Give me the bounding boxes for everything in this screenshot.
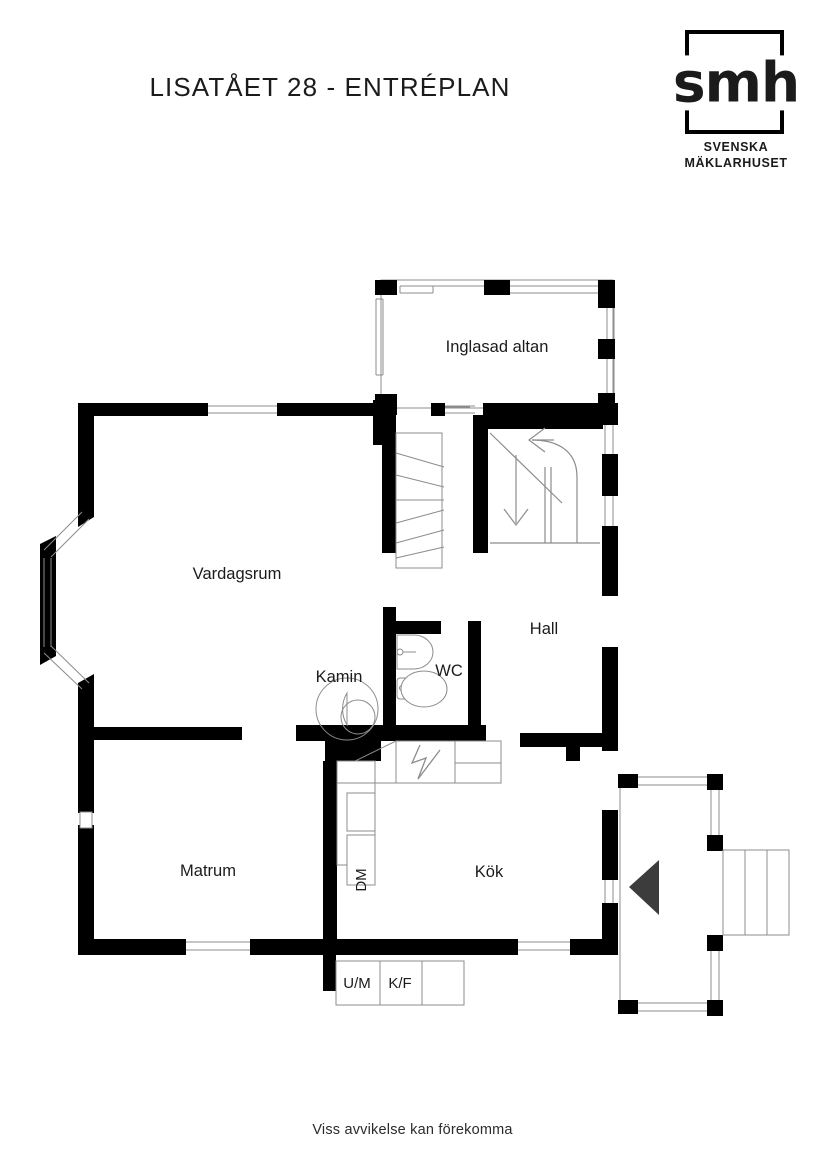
entry-porch xyxy=(619,776,790,1012)
staircase-winder xyxy=(395,432,445,569)
room-label-kok: Kök xyxy=(475,863,504,881)
stove-icon xyxy=(410,744,441,780)
floorplan-svg: Inglasad altan Vardagsrum Hall Kamin WC … xyxy=(40,279,790,1016)
room-label-matrum: Matrum xyxy=(180,862,236,880)
kitchen-fittings xyxy=(335,740,502,1006)
fireplace-icon xyxy=(315,677,379,741)
room-label-kamin: Kamin xyxy=(316,668,363,686)
disclaimer-text: Viss avvikelse kan förekomma xyxy=(312,1122,513,1138)
toilet-bowl-icon xyxy=(400,670,448,708)
page-header: LISATÅET 28 - ENTRÉPLAN smh SVENSKA MÄKL… xyxy=(0,0,825,230)
extra-cabinet-cell xyxy=(421,960,465,1006)
entry-direction-marker xyxy=(629,860,659,915)
floorplan-diagram: Inglasad altan Vardagsrum Hall Kamin WC … xyxy=(0,255,825,1055)
room-label-inglasad-altan: Inglasad altan xyxy=(446,338,549,356)
appliance-label-washer-dryer: U/M xyxy=(343,975,371,992)
brand-logo: smh SVENSKA MÄKLARHUSET xyxy=(668,30,804,170)
logo-company-line-2: MÄKLARHUSET xyxy=(684,156,788,170)
fridge-cell xyxy=(379,960,423,1006)
room-label-vardagsrum: Vardagsrum xyxy=(193,565,282,583)
window-glazing-layer xyxy=(43,405,614,951)
appliance-label-fridge-freezer: K/F xyxy=(388,975,411,992)
appliance-label-dishwasher: DM xyxy=(353,868,370,891)
page-title: LISATÅET 28 - ENTRÉPLAN xyxy=(149,72,511,102)
entry-steps xyxy=(722,849,790,936)
room-label-wc: WC xyxy=(435,662,463,680)
logo-mark-icon: smh xyxy=(668,30,804,138)
logo-company-line-1: SVENSKA xyxy=(703,140,769,154)
walls-layer xyxy=(40,280,723,1016)
wc-fixtures xyxy=(396,634,448,708)
logo-wordmark: smh xyxy=(668,55,804,111)
washer-cell xyxy=(335,960,381,1006)
stairs-down-arrow xyxy=(489,427,600,544)
dishwasher-cell xyxy=(346,834,376,886)
room-label-hall: Hall xyxy=(530,620,558,638)
